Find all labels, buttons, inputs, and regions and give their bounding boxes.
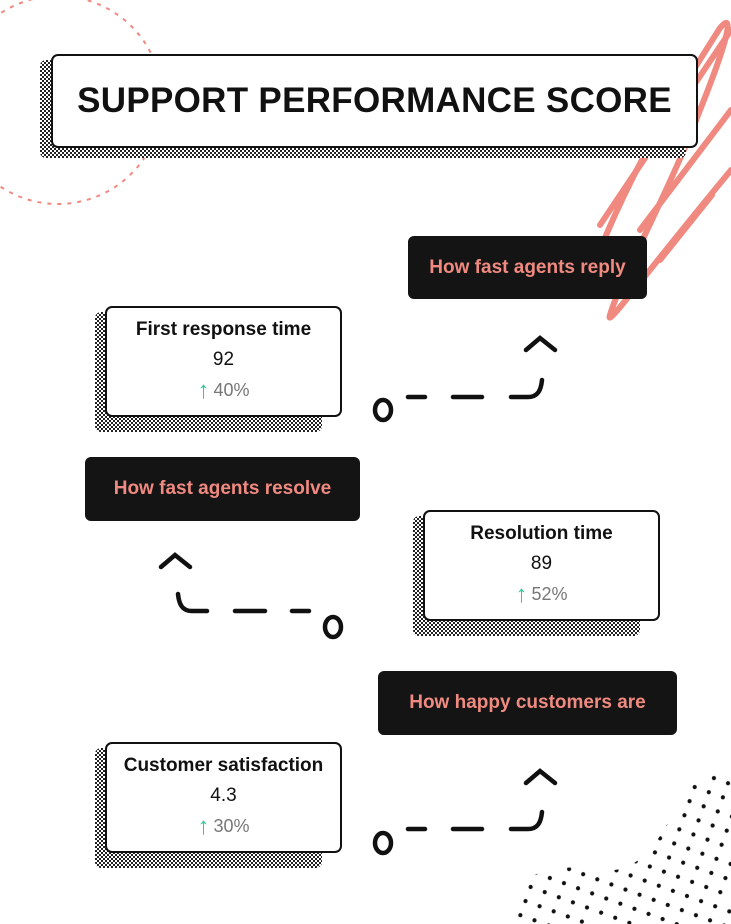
card-delta: 30% — [213, 816, 250, 836]
metric-card-resolution: Resolution time 89 ↑52% — [423, 510, 660, 621]
card-title: First response time — [135, 319, 312, 340]
card-delta: 40% — [213, 380, 250, 400]
arrow-up-icon: ↑ — [197, 813, 210, 840]
card-value: 92 — [212, 349, 235, 370]
connector-3 — [372, 768, 558, 856]
label-happy: How happy customers are — [378, 671, 677, 735]
arrow-up-icon: ↑ — [197, 377, 210, 404]
card-title: Customer satisfaction — [123, 755, 324, 776]
arrow-up-icon: ↑ — [515, 581, 528, 608]
card-value: 89 — [530, 553, 553, 574]
halftone-blob-decoration — [516, 768, 731, 924]
chevron-up-icon — [523, 335, 558, 353]
card-title: Resolution time — [470, 523, 613, 544]
card-value: 4.3 — [210, 785, 237, 806]
title-box: SUPPORT PERFORMANCE SCORE — [51, 54, 698, 148]
page-title: SUPPORT PERFORMANCE SCORE — [77, 81, 672, 120]
connector-1 — [372, 335, 558, 423]
card-delta: 52% — [531, 584, 568, 604]
chevron-up-icon — [523, 768, 558, 786]
chevron-up-icon — [158, 552, 193, 570]
metric-card-csat: Customer satisfaction 4.3 ↑30% — [105, 742, 342, 853]
label-reply: How fast agents reply — [408, 236, 647, 299]
label-resolve: How fast agents resolve — [85, 457, 360, 521]
connector-2 — [158, 552, 344, 640]
metric-card-first-response: First response time 92 ↑40% — [105, 306, 342, 417]
